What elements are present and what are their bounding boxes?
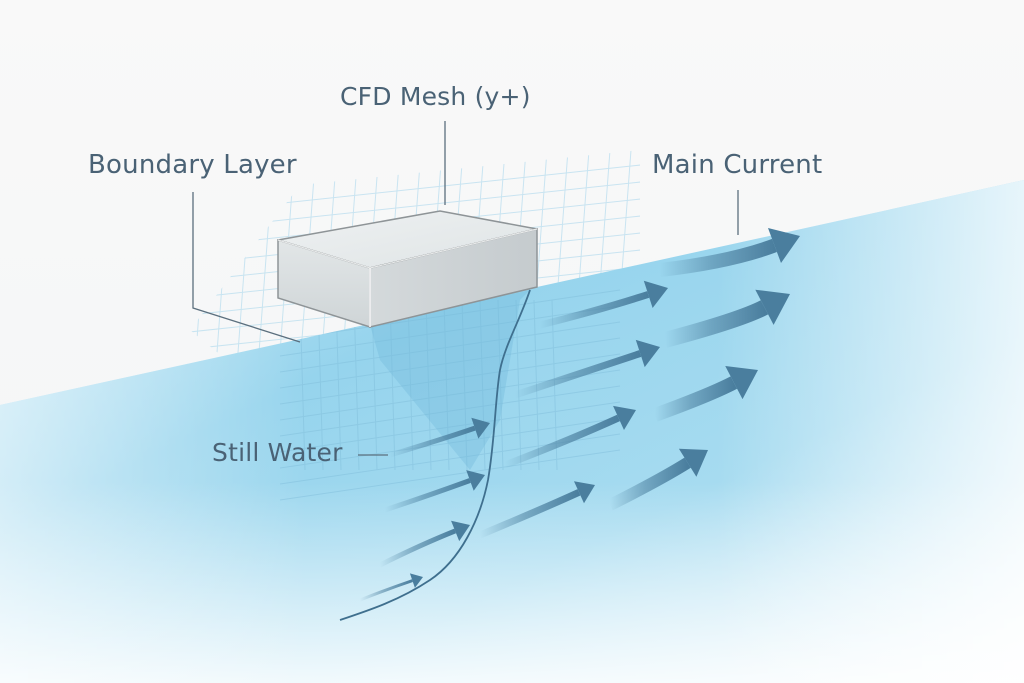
flow-arrow-shaft: [389, 425, 476, 458]
water-mesh-line-vertical: [353, 299, 360, 471]
water-mesh-line-horizontal: [279, 353, 621, 405]
flow-arrow-shaft: [503, 414, 620, 469]
flow-arrow-shaft: [513, 350, 642, 399]
label-boundary-layer: Boundary Layer: [88, 150, 297, 180]
flow-arrow-shaft: [384, 478, 471, 513]
flow-arrow-head: [471, 417, 490, 439]
flow-arrow-shaft: [659, 238, 777, 277]
flow-arrow-shaft: [378, 528, 457, 568]
flow-arrow: [539, 280, 668, 329]
flow-arrow: [659, 227, 800, 277]
flow-arrow-head: [643, 280, 668, 309]
water-mesh-line-vertical: [497, 299, 504, 471]
leader-lines: [192, 121, 739, 456]
flow-arrow: [503, 405, 636, 469]
flow-arrow: [607, 448, 708, 511]
flow-arrow-head: [678, 448, 708, 477]
flow-arrow-head: [451, 520, 470, 542]
flow-arrow-shaft: [359, 579, 413, 602]
water-mesh-line-vertical: [515, 299, 522, 471]
flow-arrow: [652, 365, 758, 422]
flow-arrow: [359, 573, 423, 602]
flow-arrow: [389, 417, 490, 458]
flow-arrow: [513, 339, 660, 399]
water-mesh-line-horizontal: [279, 321, 621, 373]
water-mesh-line-horizontal: [279, 449, 621, 501]
flow-arrow-head: [466, 470, 485, 491]
flow-arrow: [378, 520, 470, 568]
water-mesh-line-vertical: [479, 299, 486, 471]
label-cfd-mesh: CFD Mesh (y+): [340, 82, 531, 111]
flow-arrow-head: [613, 405, 636, 430]
label-still-water: Still Water: [212, 438, 343, 467]
water-mesh-line-horizontal: [279, 305, 621, 357]
flow-arrow-shaft: [607, 457, 691, 511]
flow-arrow: [384, 470, 485, 513]
obstacle-block: [277, 210, 538, 329]
flow-arrow-shaft: [539, 291, 650, 329]
flow-arrow-shaft: [652, 376, 738, 422]
water-mesh-line-vertical: [443, 299, 450, 471]
water-mesh-line-vertical: [389, 299, 396, 471]
water-mesh-line-horizontal: [279, 417, 621, 469]
water-mesh-line-horizontal: [279, 337, 621, 389]
velocity-profile-curve: [339, 289, 531, 621]
flow-arrow-head: [725, 365, 758, 400]
flow-arrow: [478, 481, 595, 539]
water-mesh-line-horizontal: [279, 385, 621, 437]
flow-arrow-head: [635, 339, 660, 368]
leader-boundary-layer: [192, 192, 301, 343]
water-mesh-line-horizontal: [279, 289, 621, 341]
flow-arrows: [359, 227, 800, 602]
label-main-current: Main Current: [652, 150, 823, 180]
water-mesh-line-vertical: [371, 299, 378, 471]
flow-arrow: [662, 289, 790, 348]
flow-arrow-head: [573, 481, 595, 504]
block-top-highlight: [277, 228, 538, 269]
water-mesh-line-vertical: [461, 299, 468, 471]
block-wake-shadow: [370, 290, 530, 470]
flow-arrow-head: [755, 289, 790, 325]
flow-arrow-head: [767, 227, 800, 264]
flow-arrow-shaft: [662, 300, 769, 348]
water-mesh-line-vertical: [407, 299, 414, 471]
water-mesh-line-horizontal: [279, 401, 621, 453]
flow-arrow-shaft: [478, 489, 581, 539]
flow-arrow-head: [409, 573, 423, 588]
